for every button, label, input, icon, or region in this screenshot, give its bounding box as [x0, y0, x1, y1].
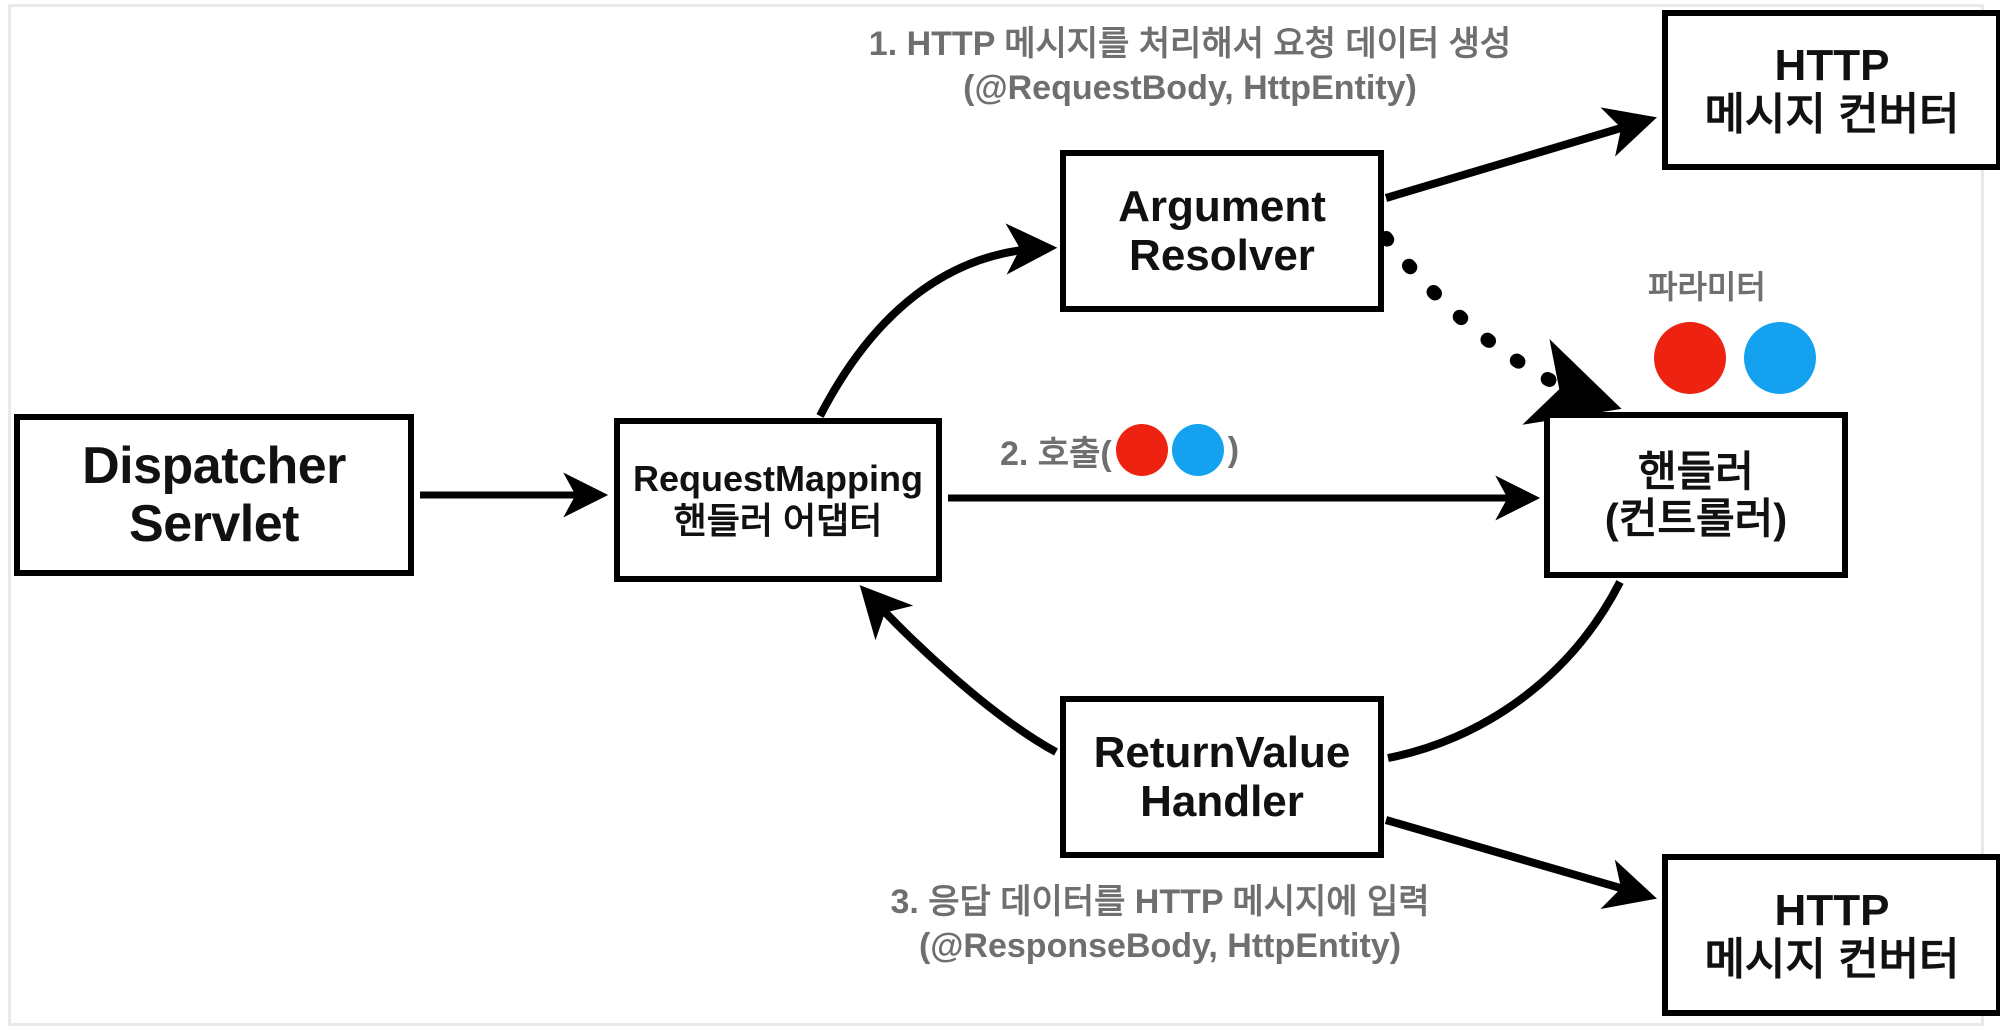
node-argument-resolver-line2: Resolver	[1129, 231, 1315, 280]
node-converter-bottom-line1: HTTP	[1774, 885, 1890, 935]
red-parameter-dot-icon	[1115, 424, 1168, 476]
node-http-message-converter-bottom[interactable]: HTTP 메시지 컨버터	[1662, 854, 2000, 1016]
node-handler-line2: (컨트롤러)	[1604, 495, 1788, 542]
caption-step-2-prefix: 2. 호출(	[1000, 434, 1112, 473]
node-return-value-handler-line1: ReturnValue	[1093, 727, 1351, 777]
caption-step-3-line2: (@ResponseBody, HttpEntity)	[918, 927, 1402, 966]
caption-step-3-line1: 3. 응답 데이터를 HTTP 메시지에 입력	[890, 883, 1430, 921]
caption-step-2: 2. 호출( )	[1000, 424, 1239, 476]
node-dispatcher-servlet-line1: Dispatcher	[82, 436, 346, 495]
node-argument-resolver[interactable]: Argument Resolver	[1060, 150, 1384, 312]
caption-step-2-suffix: )	[1227, 430, 1240, 469]
node-request-mapping-line1: RequestMapping	[632, 457, 923, 499]
blue-parameter-dot-icon	[1171, 424, 1224, 476]
node-handler-line1: 핸들러	[1638, 447, 1754, 495]
node-http-message-converter-top[interactable]: HTTP 메시지 컨버터	[1662, 10, 2000, 170]
node-dispatcher-servlet[interactable]: Dispatcher Servlet	[14, 414, 414, 576]
parameter-dots-group	[1654, 322, 1816, 394]
node-dispatcher-servlet-line2: Servlet	[129, 495, 299, 553]
node-argument-resolver-line1: Argument	[1118, 181, 1326, 231]
red-parameter-dot-icon	[1654, 322, 1726, 394]
node-request-mapping-line2: 핸들러 어댑터	[673, 500, 883, 541]
node-converter-top-line2: 메시지 컨버터	[1704, 90, 1960, 139]
node-return-value-handler[interactable]: ReturnValue Handler	[1060, 696, 1384, 858]
caption-step-1-line2: (@RequestBody, HttpEntity)	[963, 69, 1417, 108]
node-handler-controller[interactable]: 핸들러 (컨트롤러)	[1544, 412, 1848, 578]
node-converter-bottom-line2: 메시지 컨버터	[1704, 935, 1960, 984]
node-request-mapping-handler-adapter[interactable]: RequestMapping 핸들러 어댑터	[614, 418, 942, 582]
caption-step-1-line1: 1. HTTP 메시지를 처리해서 요청 데이터 생성	[868, 25, 1512, 63]
caption-step-1: 1. HTTP 메시지를 처리해서 요청 데이터 생성 (@RequestBod…	[790, 22, 1590, 110]
blue-parameter-dot-icon	[1744, 322, 1816, 394]
label-parameter: 파라미터	[1648, 269, 1766, 305]
node-converter-top-line1: HTTP	[1774, 40, 1890, 90]
node-return-value-handler-line2: Handler	[1140, 777, 1304, 826]
caption-step-3: 3. 응답 데이터를 HTTP 메시지에 입력 (@ResponseBody, …	[760, 880, 1560, 968]
